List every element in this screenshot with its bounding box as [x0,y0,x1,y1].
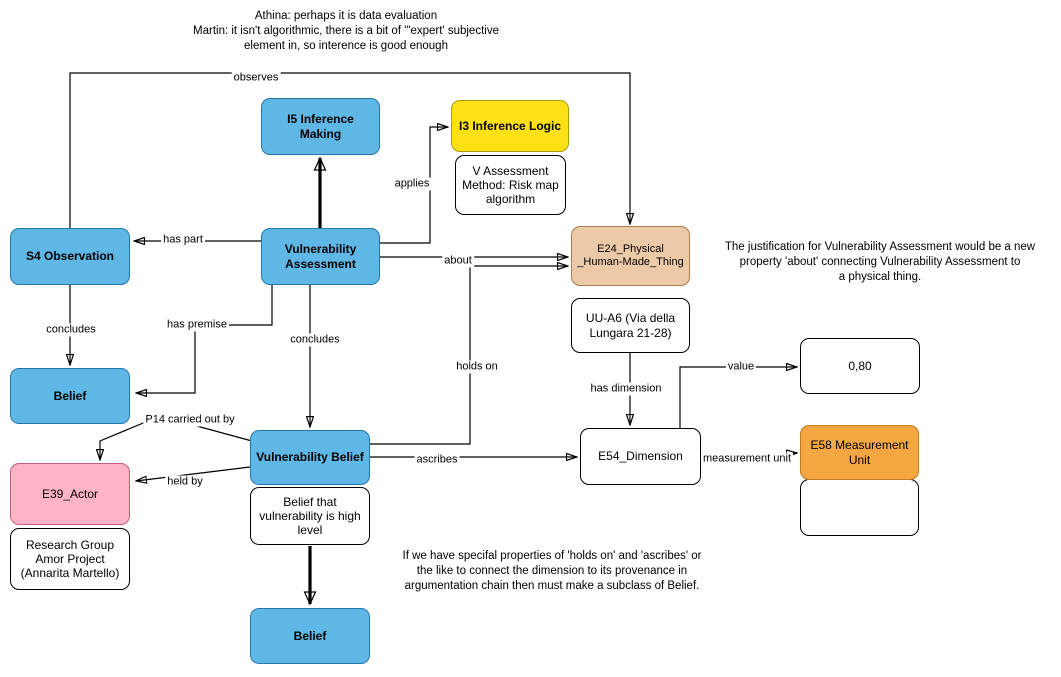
node-vulnerability-assessment-label: Vulnerability Assessment [284,242,357,271]
note-subclass-belief: If we have specifal properties of 'holds… [402,550,702,592]
edge-label-value: value [725,360,757,374]
edge-label-has-part: has part [161,233,205,247]
node-e54-dimension-label: E54_Dimension [598,449,683,464]
note-top-discussion: Athina: perhaps it is data evaluation Ma… [193,10,499,52]
node-e58-measurement-unit-body[interactable] [800,479,919,536]
edge-label-has-dimension: has dimension [588,382,664,396]
node-e58-measurement-unit-label: E58 Measurement Unit [810,438,909,467]
node-vulnerability-belief-label: Vulnerability Belief [256,450,364,465]
node-research-group[interactable]: Research Group Amor Project (Annarita Ma… [10,528,130,590]
edge-label-p14-carried-out-by: P14 carried out by [143,413,237,427]
node-e39-actor[interactable]: E39_Actor [10,463,130,525]
edge-value [679,367,797,428]
edge-p14-carried-out-by [100,415,253,460]
edge-label-concludes-observation: concludes [44,323,98,337]
node-e58-measurement-unit[interactable]: E58 Measurement Unit [800,425,919,480]
node-v-assessment-method-label: V Assessment Method: Risk map algorithm [462,163,559,207]
node-e54-dimension[interactable]: E54_Dimension [580,428,701,485]
node-belief-observation[interactable]: Belief [10,368,130,424]
edge-observes [69,72,630,228]
edge-label-holds-on: holds on [454,360,500,374]
node-belief-statement-label: Belief that vulnerability is high level [259,494,361,538]
node-e24-physical-human-made-thing[interactable]: E24_Physical _Human-Made_Thing [571,226,690,286]
edge-label-concludes-assessment: concludes [288,333,342,347]
node-value-080[interactable]: 0,80 [800,338,920,394]
node-value-080-label: 0,80 [848,358,872,373]
edge-label-measurement-unit: measurement unit [700,452,794,466]
node-uu-a6-label: UU-A6 (Via della Lungara 21-28) [585,311,676,340]
edge-label-ascribes: ascribes [414,453,460,467]
node-research-group-label: Research Group Amor Project (Annarita Ma… [20,537,120,581]
node-belief-bottom[interactable]: Belief [250,608,370,664]
node-belief-bottom-label: Belief [293,628,327,643]
edge-held-by [136,466,251,481]
node-e39-actor-label: E39_Actor [41,486,99,501]
node-i3-inference-logic[interactable]: I3 Inference Logic [451,100,569,152]
edge-label-has-premise: has premise [165,318,229,332]
edge-label-held-by: held by [165,475,205,489]
node-belief-statement[interactable]: Belief that vulnerability is high level [250,487,370,545]
node-s4-observation-label: S4 Observation [25,249,115,264]
node-belief-observation-label: Belief [53,388,87,403]
node-uu-a6[interactable]: UU-A6 (Via della Lungara 21-28) [571,298,690,353]
edge-label-about: about [442,254,474,268]
node-i5-inference-making-label: I5 Inference Making [287,112,354,141]
node-s4-observation[interactable]: S4 Observation [10,228,130,285]
node-i5-inference-making[interactable]: I5 Inference Making [261,98,380,155]
edge-holds-on [370,266,568,445]
edge-label-observes: observes [231,71,281,85]
node-e24-label: E24_Physical _Human-Made_Thing [577,243,684,268]
node-v-assessment-method[interactable]: V Assessment Method: Risk map algorithm [455,155,566,215]
node-i3-inference-logic-label: I3 Inference Logic [458,118,562,133]
edge-has-premise [136,285,273,393]
edge-label-applies: applies [392,177,432,191]
node-vulnerability-belief[interactable]: Vulnerability Belief [250,430,370,485]
node-vulnerability-assessment[interactable]: Vulnerability Assessment [261,228,380,285]
note-justification-about: The justification for Vulnerability Asse… [724,241,1036,283]
